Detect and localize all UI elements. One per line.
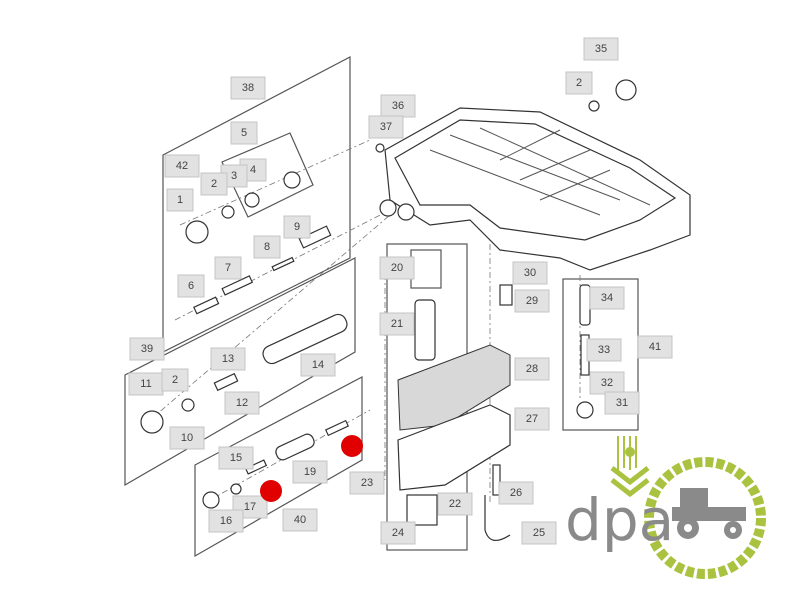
svg-text:42: 42 — [176, 160, 188, 172]
svg-text:15: 15 — [230, 452, 242, 464]
callout-22: 22 — [437, 492, 473, 516]
svg-text:2: 2 — [211, 178, 217, 190]
svg-text:25: 25 — [533, 527, 545, 539]
frame-group-39 — [124, 257, 356, 487]
callout-13: 13 — [210, 347, 246, 371]
callout-26: 26 — [498, 481, 534, 505]
callout-15: 15 — [218, 446, 254, 470]
callout-7: 7 — [214, 256, 242, 280]
svg-text:28: 28 — [526, 363, 538, 375]
frame-group-40 — [194, 376, 363, 558]
svg-text:37: 37 — [380, 121, 392, 133]
svg-text:40: 40 — [294, 514, 306, 526]
svg-text:20: 20 — [391, 262, 403, 274]
plate-28 — [397, 344, 511, 431]
callout-29: 29 — [514, 289, 550, 313]
callout-1: 1 — [166, 188, 194, 212]
callout-34: 34 — [589, 286, 625, 310]
svg-text:dpa: dpa — [565, 486, 674, 554]
svg-text:30: 30 — [524, 267, 536, 279]
frame-group-5 — [221, 132, 314, 218]
spool-parts — [140, 79, 637, 541]
svg-text:39: 39 — [141, 343, 153, 355]
gasket-27 — [397, 404, 511, 491]
callout-16: 16 — [208, 509, 244, 533]
callout-39: 39 — [129, 337, 165, 361]
svg-text:21: 21 — [391, 318, 403, 330]
svg-text:2: 2 — [172, 374, 178, 386]
svg-text:17: 17 — [244, 501, 256, 513]
callout-40: 40 — [282, 508, 318, 532]
callout-36: 36 — [380, 94, 416, 118]
svg-text:1: 1 — [177, 194, 183, 206]
svg-text:19: 19 — [304, 466, 316, 478]
callout-20: 20 — [379, 256, 415, 280]
callout-2: 2 — [161, 368, 189, 392]
callout-24: 24 — [380, 521, 416, 545]
callout-21: 21 — [379, 312, 415, 336]
svg-text:31: 31 — [616, 397, 628, 409]
svg-text:26: 26 — [510, 487, 522, 499]
svg-text:5: 5 — [241, 127, 247, 139]
svg-text:4: 4 — [250, 164, 256, 176]
svg-text:3: 3 — [231, 170, 237, 182]
callout-41: 41 — [637, 335, 673, 359]
callout-14: 14 — [300, 353, 336, 377]
callout-19: 19 — [292, 460, 328, 484]
svg-text:13: 13 — [222, 353, 234, 365]
svg-text:11: 11 — [140, 378, 151, 390]
svg-text:22: 22 — [449, 498, 461, 510]
svg-text:10: 10 — [181, 432, 193, 444]
callout-11: 11 — [128, 372, 164, 396]
svg-text:29: 29 — [526, 295, 538, 307]
svg-text:8: 8 — [264, 241, 270, 253]
callout-38: 38 — [230, 76, 266, 100]
svg-text:27: 27 — [526, 413, 538, 425]
svg-text:7: 7 — [225, 262, 231, 274]
valve-body-36 — [379, 107, 691, 271]
callout-12: 12 — [224, 391, 260, 415]
frame-group-20 — [410, 249, 442, 289]
callout-6: 6 — [177, 274, 205, 298]
svg-text:33: 33 — [598, 344, 610, 356]
svg-text:23: 23 — [361, 477, 373, 489]
svg-text:35: 35 — [595, 43, 607, 55]
svg-text:14: 14 — [312, 359, 324, 371]
callout-9: 9 — [283, 215, 311, 239]
callout-2: 2 — [200, 172, 228, 196]
frame-group-38 — [162, 56, 351, 353]
callout-30: 30 — [512, 261, 548, 285]
callout-27: 27 — [514, 407, 550, 431]
svg-text:41: 41 — [649, 341, 661, 353]
svg-text:6: 6 — [188, 280, 194, 292]
callout-33: 33 — [586, 338, 622, 362]
callout-31: 31 — [604, 391, 640, 415]
svg-text:2: 2 — [576, 77, 582, 89]
callout-10: 10 — [169, 426, 205, 450]
callout-2: 2 — [565, 71, 593, 95]
callout-35: 35 — [583, 37, 619, 61]
red-marker-dot — [341, 435, 363, 457]
dpa-logo: dpa — [565, 436, 766, 579]
svg-text:36: 36 — [392, 100, 404, 112]
svg-text:9: 9 — [294, 221, 300, 233]
callout-5: 5 — [230, 121, 258, 145]
svg-text:38: 38 — [242, 82, 254, 94]
callout-28: 28 — [514, 357, 550, 381]
svg-text:34: 34 — [601, 292, 613, 304]
callout-23: 23 — [349, 471, 385, 495]
callout-8: 8 — [253, 235, 281, 259]
svg-text:32: 32 — [601, 377, 613, 389]
callout-37: 37 — [368, 115, 404, 139]
svg-text:12: 12 — [236, 397, 248, 409]
svg-text:16: 16 — [220, 515, 232, 527]
red-marker-dot — [260, 480, 282, 502]
callout-42: 42 — [164, 154, 200, 178]
svg-text:24: 24 — [392, 527, 404, 539]
callout-25: 25 — [521, 521, 557, 545]
callout-32: 32 — [589, 371, 625, 395]
